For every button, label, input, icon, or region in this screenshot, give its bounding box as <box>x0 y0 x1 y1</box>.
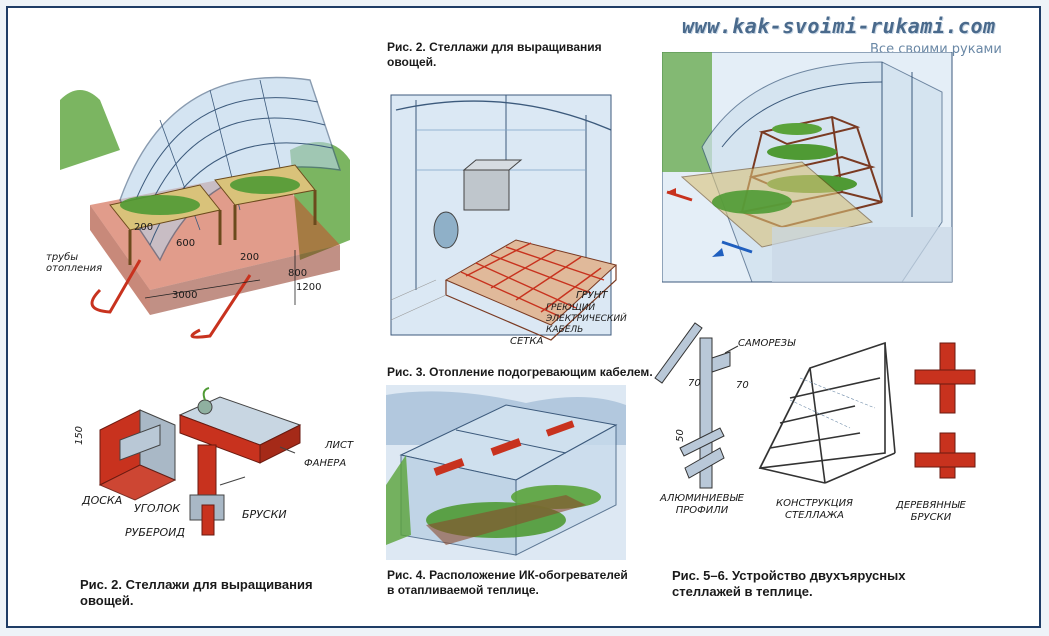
fig2b-label-corner: уголок <box>134 502 181 515</box>
fig56-label-alu: алюминиевые профили <box>660 493 744 516</box>
fig2b-label-plywood: фанера <box>304 458 347 469</box>
fig2-shelf-detail-illustration <box>98 387 302 536</box>
fig56-profiles-illustration <box>654 322 976 489</box>
fig1-dim-600: 600 <box>176 238 196 249</box>
fig56-dim-70a: 70 <box>688 378 701 389</box>
fig1-dim-200a: 200 <box>134 222 154 233</box>
fig3-label-cable: греющий электрический кабель <box>546 303 627 335</box>
fig1-dim-1200: 1200 <box>296 282 322 293</box>
fig2b-label-roofing: рубероид <box>125 526 185 539</box>
fig2b-dim-150: 150 <box>74 425 86 446</box>
fig3-label-mesh: сетка <box>510 336 544 347</box>
fig2b-label-board: доска <box>82 494 123 507</box>
fig56-label-wood: деревянные бруски <box>896 500 966 523</box>
fig56-label-construction: конструкция стеллажа <box>776 498 853 521</box>
fig56-dim-50: 50 <box>674 429 686 442</box>
fig3-cable-heating-illustration <box>390 94 618 341</box>
fig3-caption: Рис. 3. Отопление подогревающим кабелем. <box>387 365 653 379</box>
watermark-site[interactable]: www.kak-svoimi-rukami.com <box>682 14 996 38</box>
fig5-greenhouse-interior-illustration <box>662 52 953 283</box>
fig2b-label-bars: бруски <box>242 508 287 521</box>
fig4-ir-heaters-illustration <box>386 385 626 560</box>
fig1-dim-800: 800 <box>288 268 308 279</box>
fig1-dim-200b: 200 <box>240 252 260 263</box>
fig1-label-pipes: трубы отопления <box>46 252 103 274</box>
fig3-label-soil: грунт <box>576 290 608 301</box>
fig2-bottom-caption: Рис. 2. Стеллажи для выращивания овощей. <box>80 577 313 608</box>
fig2b-label-sheet: лист <box>325 440 354 451</box>
fig4-caption: Рис. 4. Расположение ИК-обогревателей в … <box>387 568 628 597</box>
fig56-dim-70b: 70 <box>736 380 749 391</box>
fig1-dim-3000: 3000 <box>172 290 198 301</box>
fig1-greenhouse-illustration <box>60 76 350 339</box>
fig2-top-caption: Рис. 2. Стеллажи для выращивания овощей. <box>387 40 602 69</box>
fig56-caption: Рис. 5–6. Устройство двухъярусных стелла… <box>672 568 906 599</box>
fig56-label-screws: саморезы <box>738 338 796 349</box>
